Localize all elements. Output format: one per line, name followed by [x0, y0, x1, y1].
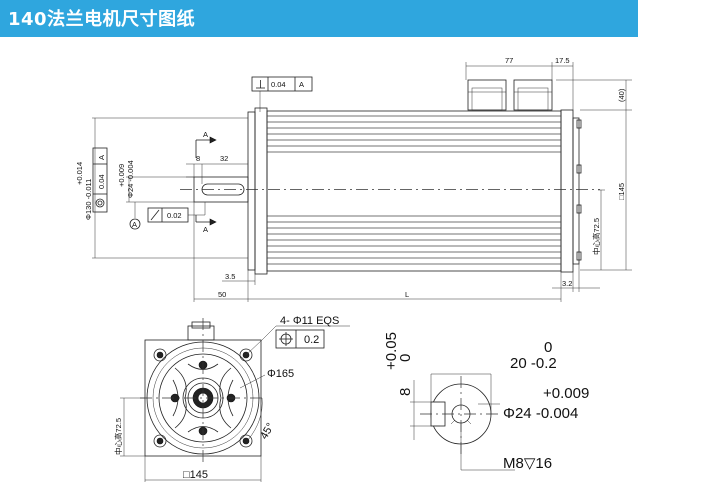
- key-width: 8: [397, 388, 414, 396]
- connectors: [467, 79, 553, 111]
- section-view: +0.05 8 0 0 20 -0.2 +0.009 Φ24 -0.004 M8…: [383, 332, 589, 472]
- cooling-fins: [267, 115, 561, 265]
- holes-callout: 4- Φ11 EQS: [280, 315, 339, 327]
- dim-17-5: 17.5: [555, 56, 570, 65]
- dim-40: (40): [617, 88, 626, 102]
- dim-32: 32: [220, 154, 228, 163]
- section-a-bottom: A: [203, 225, 208, 234]
- key-width-tol-upper: +0.05: [383, 332, 400, 370]
- position-frame: [275, 329, 325, 349]
- flange-diameter: Φ130 -0.011: [84, 179, 93, 220]
- dim-3-2: 3.2: [562, 279, 572, 288]
- pcd-callout: Φ165: [267, 368, 294, 380]
- section-shaft-tol-upper: +0.009: [543, 385, 589, 402]
- section-a-top: A: [203, 130, 208, 139]
- datum-label: A: [132, 220, 137, 229]
- front-view: 4- Φ11 EQS 0.2 Φ165 45° 中心高72.5 □145: [113, 315, 350, 482]
- front-square: □145: [183, 469, 208, 481]
- front-center-height: 中心高72.5: [113, 418, 123, 455]
- page-title: 140法兰电机尺寸图纸: [8, 9, 196, 30]
- flange-tolerance-upper: +0.014: [75, 162, 84, 185]
- depth: 20 -0.2: [510, 355, 557, 372]
- perpendicularity-value: 0.04: [271, 80, 286, 89]
- perpendicularity-frame: 0.04 A: [251, 76, 313, 112]
- flange-plate: [247, 111, 256, 271]
- rear-end-cap: [560, 109, 574, 273]
- datum-a-symbol: [129, 218, 141, 230]
- front-end-cap: [254, 107, 268, 275]
- coaxiality-value: 0.04: [97, 174, 106, 189]
- thread-callout: M8▽16: [503, 455, 552, 472]
- dim-3-5: 3.5: [225, 272, 235, 281]
- dim-8: 8: [196, 154, 200, 163]
- dim-145: □145: [617, 183, 626, 200]
- dim-77: 77: [505, 56, 513, 65]
- position-tolerance: 0.2: [304, 334, 319, 346]
- coaxiality-frame: [92, 147, 108, 213]
- motor-body: [266, 110, 562, 272]
- runout-value: 0.02: [167, 211, 182, 220]
- shaft-diameter: Φ24 -0.004: [126, 160, 135, 198]
- dim-50: 50: [218, 290, 226, 299]
- dim-center-height: 中心高72.5: [591, 218, 601, 255]
- depth-tol-upper: 0: [544, 339, 552, 356]
- section-shaft-diameter: Φ24 -0.004: [503, 405, 578, 422]
- side-view: 0.04 A: [75, 56, 632, 302]
- shaft: [186, 176, 249, 203]
- dim-L: L: [405, 290, 409, 299]
- key-width-tol-lower: 0: [397, 354, 414, 362]
- shaft-tolerance-upper: +0.009: [117, 164, 126, 187]
- coaxiality-datum: A: [97, 155, 106, 160]
- title-banner: 140法兰电机尺寸图纸: [0, 0, 638, 37]
- perpendicularity-datum: A: [299, 80, 304, 89]
